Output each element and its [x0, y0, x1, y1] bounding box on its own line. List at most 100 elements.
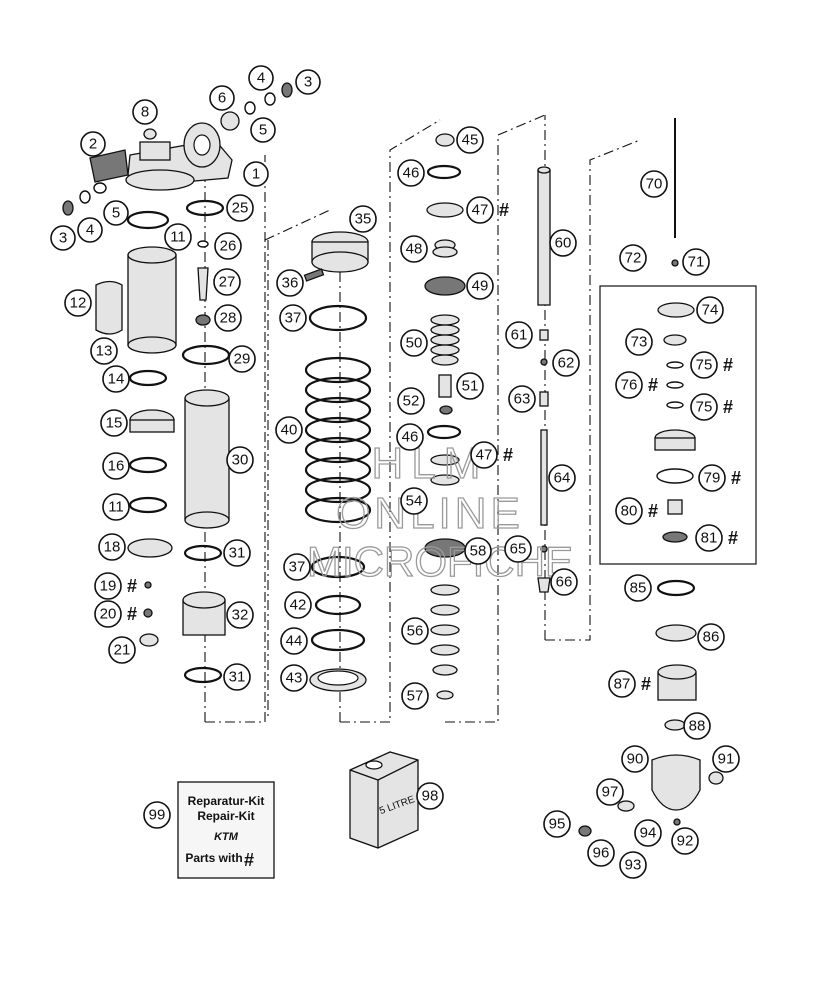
callout-circle — [552, 349, 580, 377]
callout-number: 21 — [114, 642, 131, 659]
callout-circle — [543, 810, 571, 838]
callout-number: 31 — [229, 545, 246, 562]
callout-42: 42 — [284, 591, 312, 619]
callout-number: 86 — [703, 629, 720, 646]
callout-circle — [209, 85, 235, 111]
callout-circle — [615, 371, 643, 399]
callout-37: 37 — [279, 304, 307, 332]
callout-62: 62 — [552, 349, 580, 377]
callout-4: 4 — [77, 217, 103, 243]
callout-76: 76 — [615, 371, 643, 399]
callout-circle — [466, 196, 494, 224]
kit-part-markers: ########### — [127, 200, 741, 694]
callout-95: 95 — [543, 810, 571, 838]
kit-marker-hash: # — [499, 200, 509, 220]
callout-circle — [400, 329, 428, 357]
kit-hash: # — [244, 850, 254, 870]
callout-number: 99 — [149, 807, 166, 824]
callout-circle — [400, 235, 428, 263]
callout-12: 12 — [64, 289, 92, 317]
callout-circle — [401, 682, 429, 710]
callout-74: 74 — [696, 296, 724, 324]
callout-31: 31 — [223, 663, 251, 691]
watermark-line2: ONLINE — [336, 489, 524, 538]
callout-circle — [243, 161, 269, 187]
callout-46: 46 — [396, 423, 424, 451]
callout-13: 13 — [90, 337, 118, 365]
kit-marker-hash: # — [503, 445, 513, 465]
callout-63: 63 — [508, 385, 536, 413]
callout-number: 48 — [406, 241, 423, 258]
callout-number: 91 — [718, 751, 735, 768]
callout-circle — [103, 200, 129, 226]
callout-61: 61 — [505, 321, 533, 349]
callout-number: 64 — [554, 470, 571, 487]
callout-number: 42 — [290, 597, 307, 614]
callout-94: 94 — [634, 819, 662, 847]
callout-number: 44 — [286, 633, 303, 650]
callout-31: 31 — [223, 539, 251, 567]
callout-29: 29 — [228, 345, 256, 373]
callout-circle — [619, 244, 647, 272]
callout-number: 70 — [646, 176, 663, 193]
callout-number: 51 — [462, 378, 479, 395]
callout-circle — [226, 601, 254, 629]
callout-circle — [624, 574, 652, 602]
callout-circle — [143, 801, 171, 829]
callout-number: 14 — [108, 371, 125, 388]
callout-54: 54 — [400, 487, 428, 515]
callout-11: 11 — [164, 223, 192, 251]
callout-number: 46 — [403, 165, 420, 182]
callout-circle — [283, 553, 311, 581]
kit-marker-hash: # — [648, 375, 658, 395]
callout-85: 85 — [624, 574, 652, 602]
callout-circle — [280, 664, 308, 692]
callout-number: 71 — [688, 254, 705, 271]
callout-96: 96 — [587, 839, 615, 867]
callout-27: 27 — [213, 268, 241, 296]
callout-51: 51 — [456, 372, 484, 400]
callout-56: 56 — [401, 617, 429, 645]
kit-marker-hash: # — [728, 528, 738, 548]
spring-column-parts — [303, 231, 372, 692]
callout-number: 11 — [108, 499, 124, 516]
callout-number: 96 — [593, 845, 610, 862]
callout-number: 75 — [696, 399, 713, 416]
callout-circle — [250, 117, 276, 143]
callout-number: 19 — [100, 578, 117, 595]
callout-80: 80 — [615, 497, 643, 525]
callout-circle — [228, 345, 256, 373]
callout-number: 13 — [96, 343, 113, 360]
callout-number: 3 — [304, 74, 312, 91]
callout-number: 94 — [640, 825, 657, 842]
callout-93: 93 — [619, 851, 647, 879]
callout-circle — [698, 464, 726, 492]
callout-circle — [108, 636, 136, 664]
callout-circle — [615, 497, 643, 525]
callout-52: 52 — [397, 387, 425, 415]
callout-number: 76 — [621, 377, 638, 394]
callout-circle — [94, 600, 122, 628]
callout-28: 28 — [214, 304, 242, 332]
callout-number: 37 — [285, 310, 302, 327]
callout-number: 20 — [100, 606, 117, 623]
callout-number: 72 — [625, 250, 642, 267]
callout-number: 3 — [59, 230, 67, 247]
callout-circle — [695, 524, 723, 552]
callout-50: 50 — [400, 329, 428, 357]
callout-8: 8 — [132, 99, 158, 125]
callout-circle — [690, 393, 718, 421]
callout-circle — [248, 65, 274, 91]
kit-marker-hash: # — [127, 576, 137, 596]
callout-circle — [683, 712, 711, 740]
callout-number: 40 — [281, 422, 298, 439]
callout-73: 73 — [625, 328, 653, 356]
piston-column-parts — [424, 133, 466, 700]
callout-number: 90 — [627, 751, 644, 768]
callout-circle — [682, 248, 710, 276]
callout-number: 97 — [602, 784, 619, 801]
callout-circle — [640, 170, 668, 198]
callout-number: 30 — [232, 452, 249, 469]
callout-81: 81 — [695, 524, 723, 552]
